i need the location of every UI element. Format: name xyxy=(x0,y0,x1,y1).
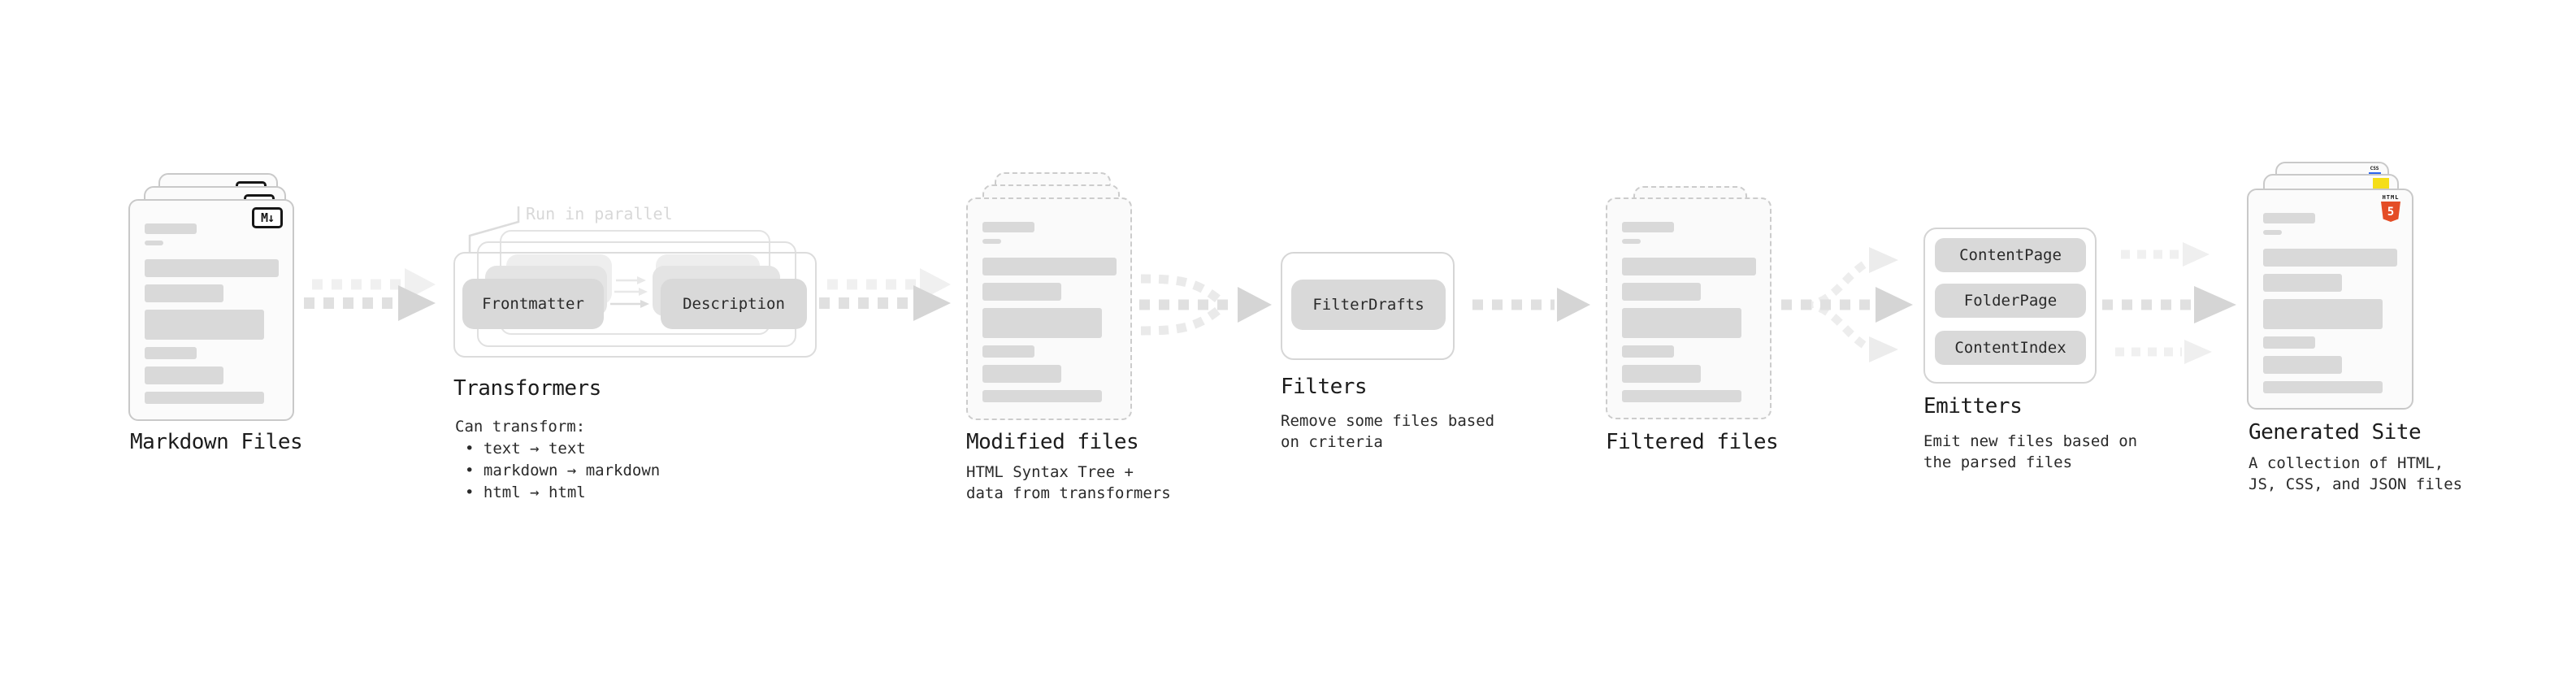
generated-file-card-html: HTML 5 xyxy=(2247,189,2413,410)
transformer-box-front xyxy=(453,252,817,358)
fanout-arrow-icon xyxy=(1781,247,1913,362)
transformers-bullet-list: • text → text • markdown → markdown • ht… xyxy=(465,438,660,504)
pill-contentpage: ContentPage xyxy=(1935,238,2086,272)
pill-folderpage: FolderPage xyxy=(1935,284,2086,318)
emitters-desc: Emit new files based on the parsed files xyxy=(1923,432,2138,471)
modified-files-desc: HTML Syntax Tree + data from transformer… xyxy=(966,463,1171,502)
bullet-item: • html → html xyxy=(465,484,586,501)
parallel-arrows-icon xyxy=(2102,242,2236,364)
doc-placeholder-bars xyxy=(145,223,279,404)
filters-desc: Remove some files based on criteria xyxy=(1281,412,1495,451)
stage-label-markdown-files: Markdown Files xyxy=(130,430,303,454)
generated-site-desc: A collection of HTML, JS, CSS, and JSON … xyxy=(2249,454,2463,493)
stage-label-emitters: Emitters xyxy=(1923,394,2023,419)
flow-arrow-icon xyxy=(304,268,436,321)
stage-label-modified-files: Modified files xyxy=(966,430,1139,454)
pill-frontmatter: Frontmatter xyxy=(462,279,604,329)
stage-label-generated-site: Generated Site xyxy=(2249,420,2422,445)
stage-label-filters: Filters xyxy=(1281,375,1368,399)
merge-arrow-icon xyxy=(1139,274,1272,336)
bullet-item: • markdown → markdown xyxy=(465,462,661,479)
bullet-item: • text → text xyxy=(465,440,586,458)
doc-placeholder-bars xyxy=(2263,213,2397,393)
transformers-desc-heading: Can transform: xyxy=(455,418,586,436)
markdown-file-card-front: M↓ xyxy=(128,199,294,421)
filtered-file-card xyxy=(1606,197,1772,419)
run-in-parallel-note: Run in parallel xyxy=(526,204,673,223)
flow-arrow-icon xyxy=(1472,288,1590,322)
html5-icon: HTML 5 xyxy=(2380,194,2401,222)
markdown-icon: M↓ xyxy=(252,207,283,228)
modified-file-card xyxy=(966,197,1132,420)
doc-placeholder-bars xyxy=(1622,222,1756,402)
pill-contentindex: ContentIndex xyxy=(1935,331,2086,365)
stage-label-filtered-files: Filtered files xyxy=(1606,430,1779,454)
note-connector-line xyxy=(468,206,520,252)
doc-placeholder-bars xyxy=(982,222,1117,402)
pill-description: Description xyxy=(661,279,807,329)
pill-filterdrafts: FilterDrafts xyxy=(1291,280,1446,330)
flow-arrow-icon xyxy=(819,268,951,321)
css-icon: CSS xyxy=(2367,166,2382,175)
stage-label-transformers: Transformers xyxy=(453,376,601,401)
transform-arrows-icon xyxy=(610,276,649,308)
js-icon xyxy=(2373,178,2389,189)
